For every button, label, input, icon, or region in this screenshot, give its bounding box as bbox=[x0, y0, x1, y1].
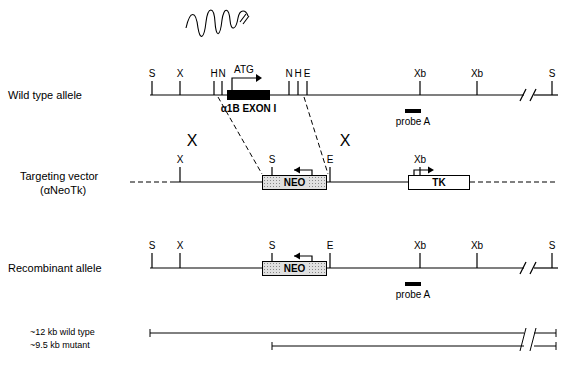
probe-bar bbox=[405, 109, 421, 113]
site-letter: X bbox=[177, 154, 184, 166]
tk-cassette: TK bbox=[408, 175, 470, 190]
fragment-size: ~12 kb wild type bbox=[30, 327, 95, 338]
site-letter: Xb bbox=[471, 68, 483, 80]
site-letter: S bbox=[269, 154, 276, 166]
site-letter: Xb bbox=[471, 240, 483, 252]
site-letter: Xb bbox=[414, 154, 426, 166]
cassette-label: NEO bbox=[282, 263, 308, 275]
crossover-lines bbox=[218, 97, 328, 174]
cassette-label: TK bbox=[430, 177, 447, 189]
neo-arrowhead bbox=[294, 167, 300, 174]
site-letter: S bbox=[149, 68, 156, 80]
site-letter: S bbox=[149, 240, 156, 252]
targeting-line bbox=[130, 167, 558, 182]
crossover-mark: X bbox=[340, 132, 351, 150]
site-letter: E bbox=[304, 68, 311, 80]
tk-arrowhead bbox=[428, 167, 434, 174]
probe-bar bbox=[405, 282, 421, 286]
neo-arrowhead bbox=[294, 253, 300, 260]
exon-label: α1B EXON I bbox=[221, 103, 277, 114]
site-letter: H bbox=[294, 68, 301, 80]
site-letter: S bbox=[549, 240, 556, 252]
neo-cassette: NEO bbox=[262, 261, 327, 276]
site-letter: E bbox=[327, 154, 334, 166]
site-letter: N bbox=[218, 68, 225, 80]
fragment-lines bbox=[150, 328, 556, 351]
receptor-icon bbox=[186, 10, 249, 36]
exon-box: α1B EXON I bbox=[227, 90, 270, 100]
recombinant-line bbox=[150, 253, 558, 274]
site-letter: Xb bbox=[414, 68, 426, 80]
site-letter: Xb bbox=[414, 240, 426, 252]
start-codon: ATG bbox=[234, 64, 254, 76]
cassette-label: NEO bbox=[282, 177, 308, 189]
site-letter: S bbox=[549, 68, 556, 80]
allele-title: Wild type allele bbox=[8, 89, 82, 102]
site-letter: S bbox=[269, 240, 276, 252]
crossover-mark: X bbox=[187, 132, 198, 150]
neo-cassette: NEO bbox=[262, 175, 327, 190]
site-letter: X bbox=[177, 68, 184, 80]
probe-label: probe A bbox=[396, 289, 430, 301]
fragment-size: ~9.5 kb mutant bbox=[30, 340, 90, 351]
site-letter: E bbox=[327, 240, 334, 252]
site-letter: X bbox=[177, 240, 184, 252]
vector-title: Targeting vector bbox=[20, 170, 98, 183]
atg-arrowhead bbox=[256, 74, 262, 82]
vector-name: (αNeoTk) bbox=[40, 184, 86, 197]
site-letter: H bbox=[210, 68, 217, 80]
allele-title: Recombinant allele bbox=[8, 262, 102, 275]
probe-label: probe A bbox=[396, 116, 430, 128]
wild-type-line bbox=[150, 78, 558, 101]
site-letter: N bbox=[285, 68, 292, 80]
